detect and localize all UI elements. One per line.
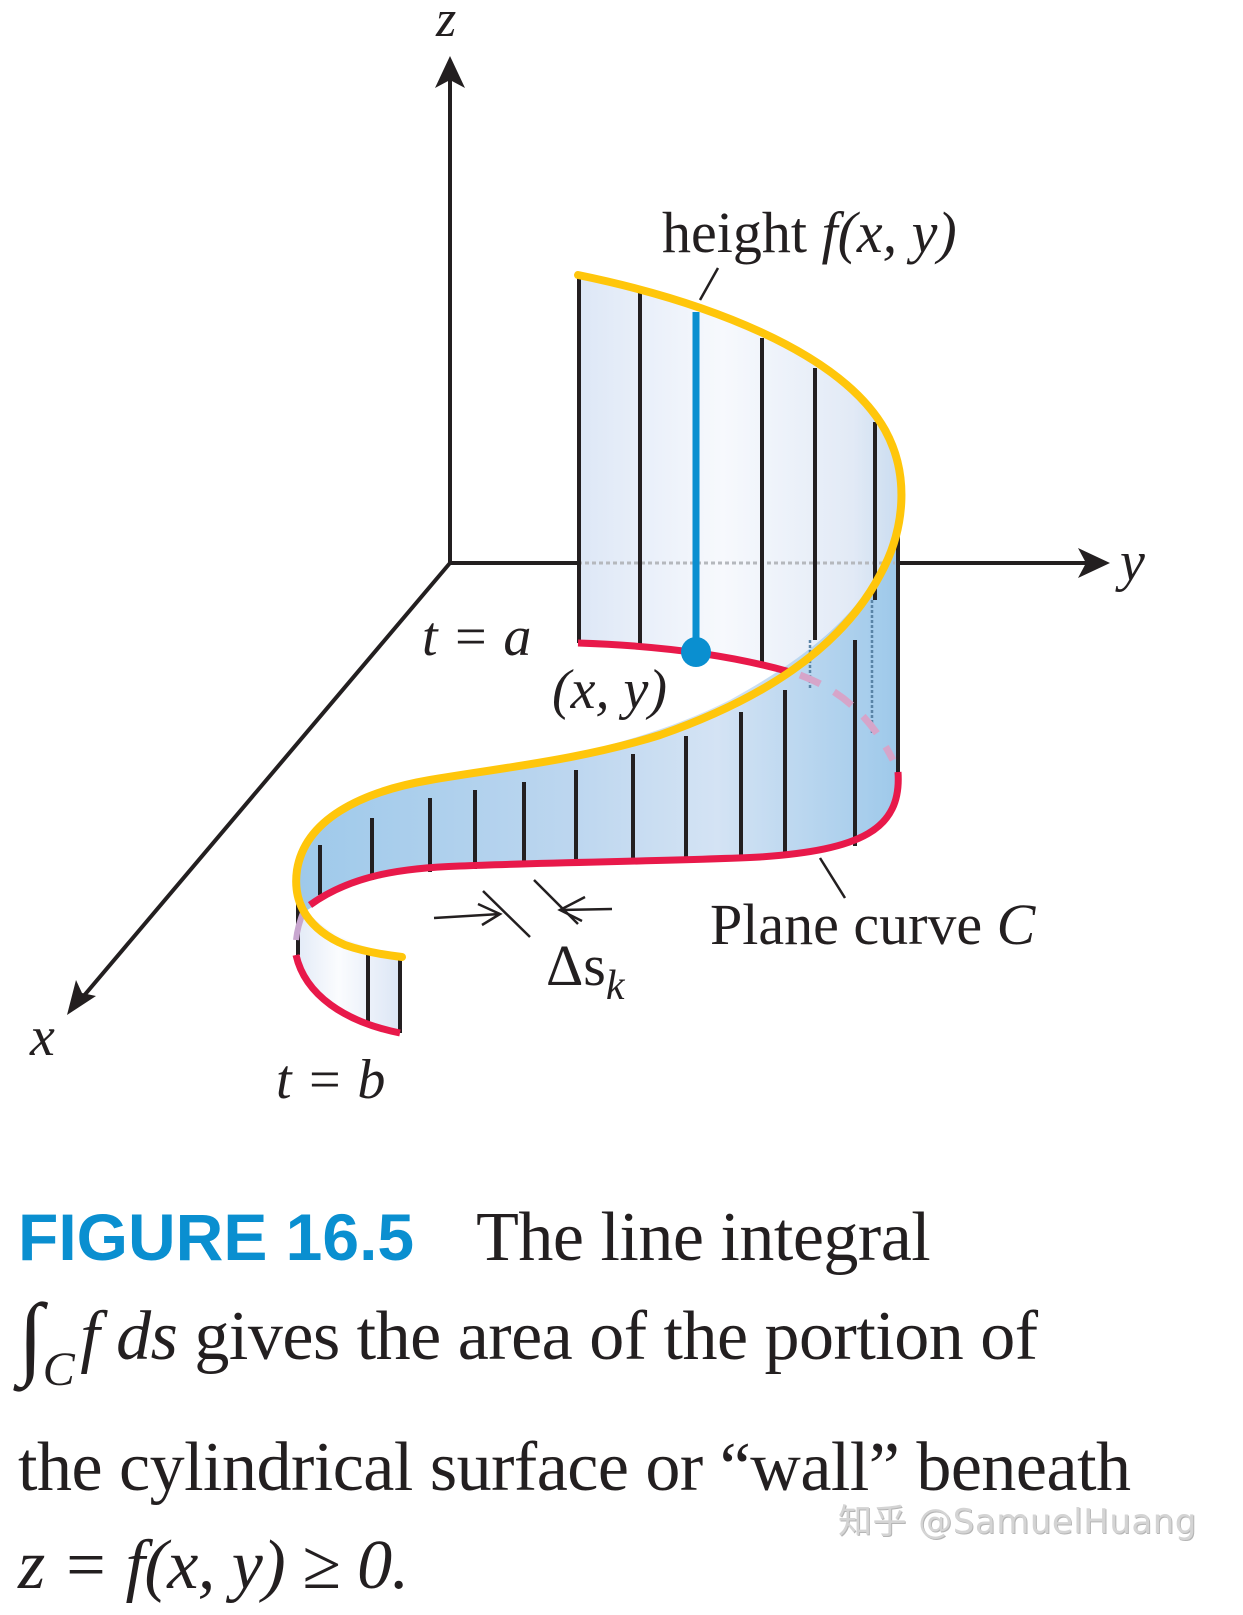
figure-number: FIGURE 16.5	[18, 1200, 415, 1274]
integrand: f ds	[80, 1298, 178, 1375]
plane-curve-label: Plane curve C	[710, 892, 1037, 957]
top-curve	[292, 271, 906, 961]
plane-curve-hidden	[798, 671, 897, 762]
plane-curve-front	[307, 771, 902, 908]
point-xy	[681, 637, 711, 667]
z-axis-arrow-icon	[435, 56, 465, 88]
back-rulings	[577, 275, 877, 664]
line-integral-figure: z y x height f(x, y) t = a (x, y) Δsk Pl…	[29, 0, 1145, 1111]
delta-s-marker	[433, 879, 613, 938]
caption-line-4: z = f(x, y) ≥ 0.	[18, 1527, 409, 1604]
integral-sign: ∫	[18, 1285, 43, 1387]
x-axis-label: x	[29, 1006, 55, 1068]
delta-s-label: Δsk	[546, 933, 626, 1009]
y-axis-label: y	[1115, 531, 1145, 593]
caption-line-3: the cylindrical surface or “wall” beneat…	[18, 1429, 1131, 1506]
caption-text-2: gives the area of the portion of	[177, 1298, 1038, 1375]
caption-line-1: FIGURE 16.5 The line integral	[18, 1188, 1238, 1287]
wall-front-surface	[296, 520, 899, 915]
height-label: height f(x, y)	[662, 200, 957, 265]
plane-curve-tail	[292, 954, 401, 1037]
caption-line-2: ∫Cf ds gives the area of the portion of	[18, 1287, 1238, 1419]
figure-caption: FIGURE 16.5 The line integral ∫Cf ds give…	[18, 1188, 1238, 1615]
plane-curve-leader	[818, 857, 847, 899]
plane-curve	[577, 639, 791, 676]
point-label: (x, y)	[552, 659, 667, 721]
t-equals-a-label: t = a	[422, 606, 531, 668]
watermark: 知乎 @SamuelHuang	[838, 1502, 1197, 1542]
x-axis-arrow-icon	[67, 980, 96, 1015]
y-axis-arrow-icon	[1078, 548, 1110, 578]
x-axis	[80, 561, 452, 1000]
t-equals-b-label: t = b	[276, 1049, 385, 1111]
z-axis-label: z	[435, 0, 456, 48]
integral-subscript: C	[42, 1343, 75, 1396]
caption-text-1: The line integral	[476, 1199, 931, 1276]
height-leader	[698, 267, 720, 301]
